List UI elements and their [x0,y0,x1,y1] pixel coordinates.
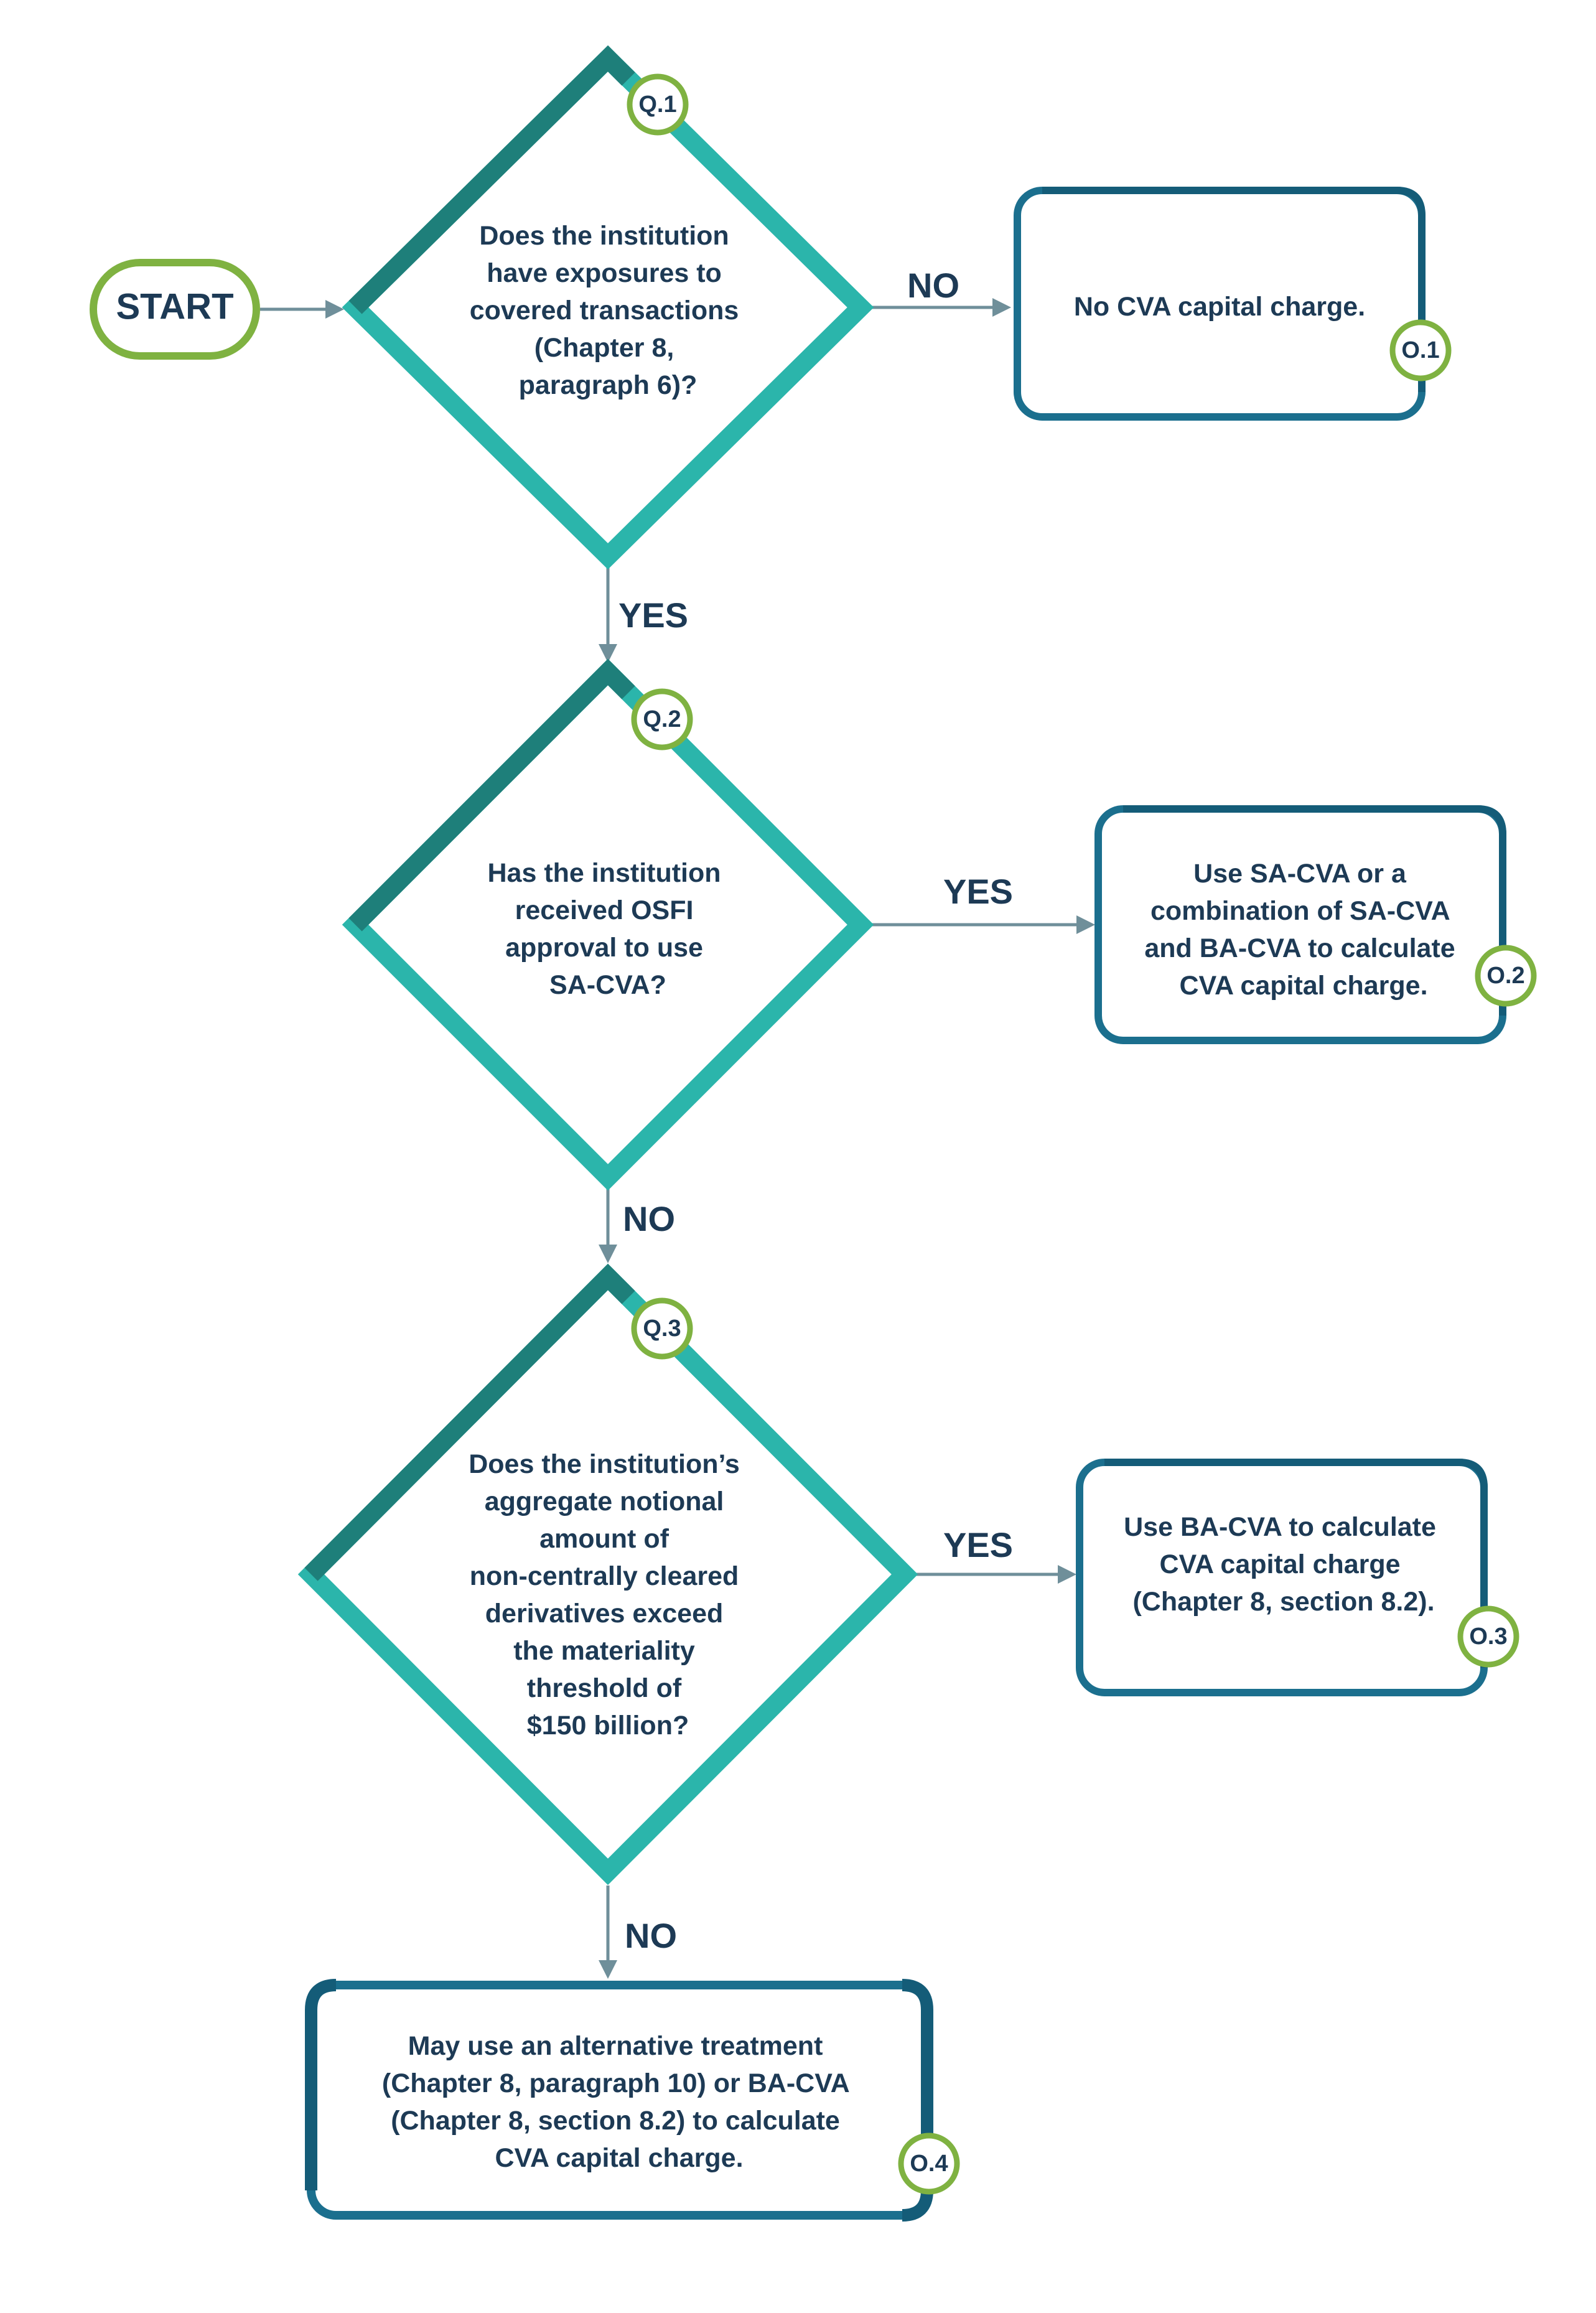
badge-o4-label: O.4 [910,2151,948,2177]
badge-q3 [631,1297,693,1360]
edge-label-q3-no: NO [625,1916,677,1955]
edge-label-q2-no: NO [623,1199,675,1238]
outcome-o4-text: May use an alternative treatment (Chapte… [382,2031,856,2173]
edge-label-q3-yes: YES [943,1525,1013,1564]
o2-line-4: CVA capital charge. [1179,971,1427,1001]
q3-line-1: Does the institution’s [469,1449,740,1479]
q2-line-4: SA-CVA? [549,970,666,1000]
decision-q2: Has the institution received OSFI approv… [342,658,874,1191]
edge-label-q2-yes: YES [943,872,1013,911]
q3-line-3: amount of [539,1524,669,1554]
o2-line-1: Use SA-CVA or a [1193,859,1407,889]
o4-line-2: (Chapter 8, paragraph 10) or BA-CVA [382,2068,849,2098]
edge-label-q1-no: NO [907,266,959,305]
start-node: START [90,259,260,360]
q3-line-6: the materiality [513,1636,695,1666]
badge-o2-label: O.2 [1486,963,1524,989]
q1-line-5: paragraph 6)? [519,370,698,400]
badge-o1 [1389,319,1452,381]
o4-line-3: (Chapter 8, section 8.2) to calculate [391,2106,840,2136]
o3-line-3: (Chapter 8, section 8.2). [1132,1587,1434,1617]
badge-o1-label: O.1 [1401,337,1439,363]
question-q3-text: Does the institution’s aggregate notiona… [469,1449,747,1741]
q2-line-2: received OSFI [515,895,694,925]
q1-line-1: Does the institution [479,221,729,251]
o1-line-1: No CVA capital charge. [1074,292,1365,322]
o2-line-3: and BA-CVA to calculate [1144,933,1455,963]
badge-q1 [627,73,689,136]
o4-line-1: May use an alternative treatment [408,2031,823,2061]
o4-line-4: CVA capital charge. [495,2143,743,2173]
q1-line-4: (Chapter 8, [534,333,674,363]
q3-line-7: threshold of [527,1673,682,1703]
o2-line-2: combination of SA-CVA [1150,896,1450,926]
o3-line-1: Use BA-CVA to calculate [1124,1512,1436,1542]
badge-o3 [1457,1605,1519,1668]
outcome-o3-text: Use BA-CVA to calculate CVA capital char… [1124,1512,1444,1617]
q2-line-3: approval to use [505,933,703,963]
outcome-o1-text: No CVA capital charge. [1074,292,1365,322]
q3-line-5: derivatives exceed [485,1599,724,1628]
q3-line-4: non-centrally cleared [470,1561,739,1591]
connectors [260,298,1095,1979]
question-q1-text: Does the institution have exposures to c… [470,221,747,400]
edge-label-q1-yes: YES [618,596,688,635]
badge-q3-label: Q.3 [643,1315,681,1342]
start-label: START [116,286,233,327]
outcome-o2-text: Use SA-CVA or a combination of SA-CVA an… [1144,859,1462,1001]
badge-o4 [898,2133,960,2195]
decision-q1: Does the institution have exposures to c… [342,45,874,570]
outcome-o1: No CVA capital charge. O.1 [1014,187,1452,421]
q1-line-3: covered transactions [470,296,739,325]
q3-line-2: aggregate notional [485,1487,724,1516]
badge-q1-label: Q.1 [638,91,676,118]
question-q2-text: Has the institution received OSFI approv… [487,858,728,1000]
q2-line-1: Has the institution [487,858,721,888]
badge-q2 [631,688,693,750]
decision-q3: Does the institution’s aggregate notiona… [297,1263,918,1885]
badge-q2-label: Q.2 [643,706,681,732]
o3-line-2: CVA capital charge [1159,1549,1400,1579]
q3-line-8: $150 billion? [527,1711,689,1741]
q1-line-2: have exposures to [487,258,722,288]
outcome-o4: May use an alternative treatment (Chapte… [305,1979,960,2222]
badge-o3-label: O.3 [1469,1624,1507,1650]
badge-o2 [1475,945,1537,1007]
outcome-o2: Use SA-CVA or a combination of SA-CVA an… [1094,805,1537,1044]
outcome-o3: Use BA-CVA to calculate CVA capital char… [1076,1459,1519,1696]
